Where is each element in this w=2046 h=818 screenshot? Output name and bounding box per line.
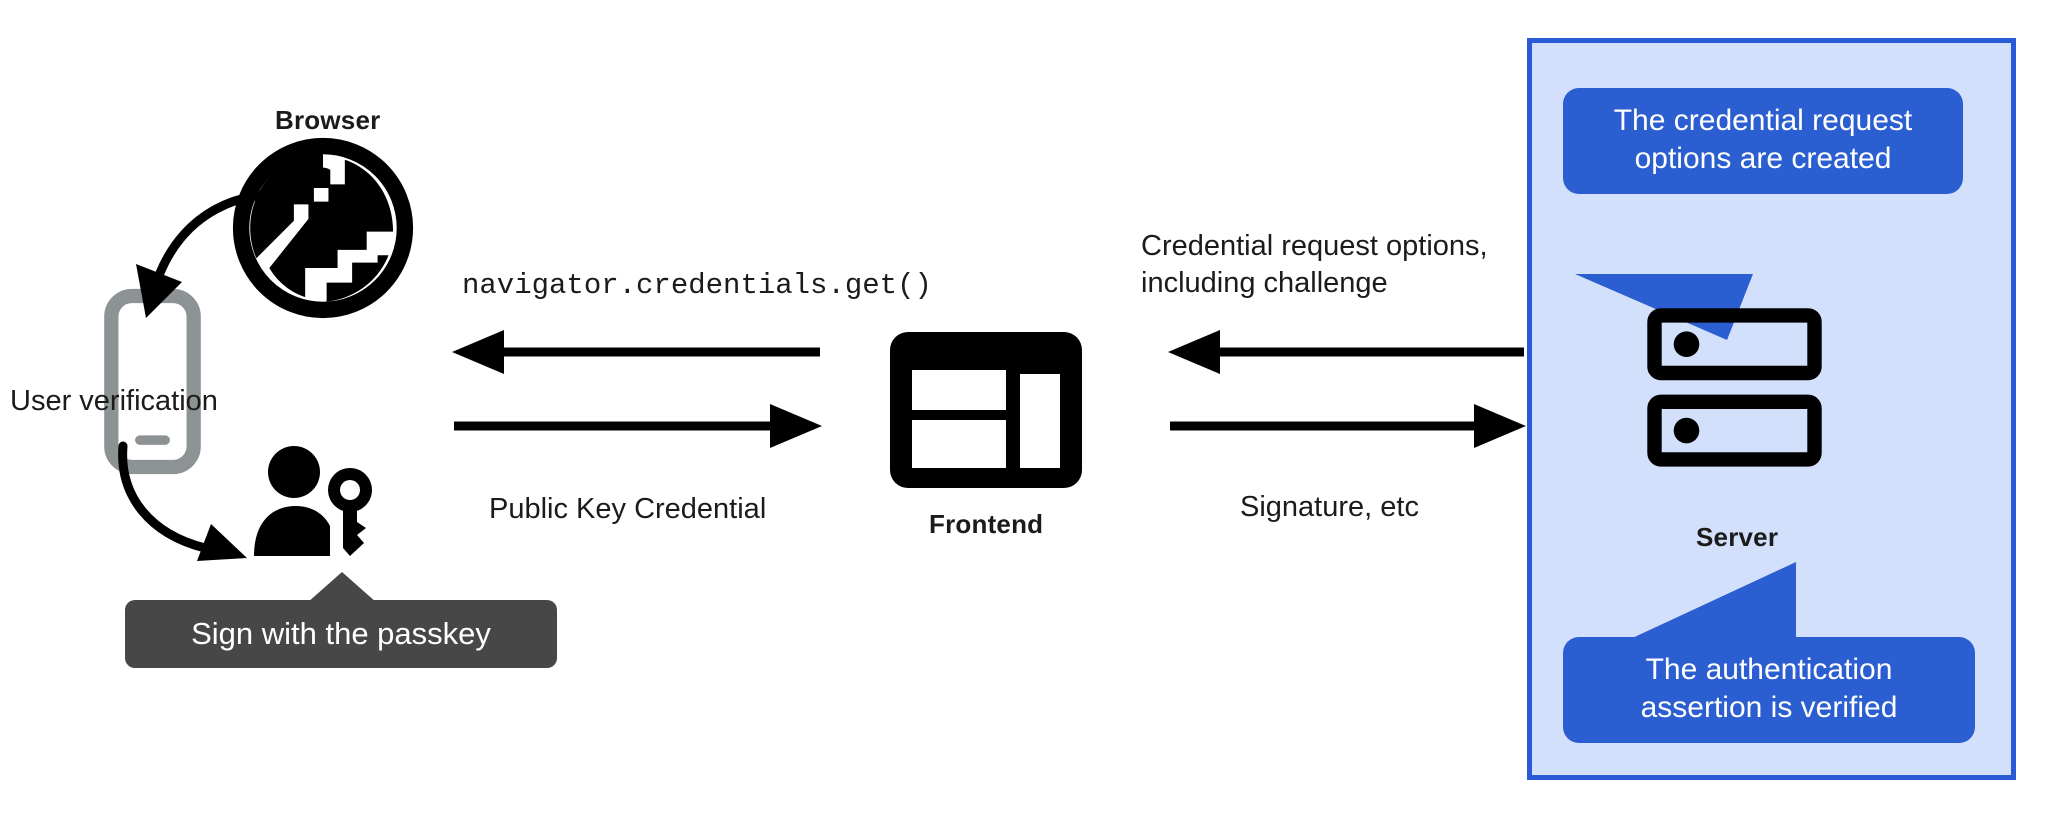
bottom-callout: The authentication assertion is verified: [1563, 637, 1975, 744]
public-key-credential-label: Public Key Credential: [489, 493, 767, 525]
arrow-right-public-key-credential: [452, 404, 822, 448]
top-callout-line2: options are created: [1634, 142, 1892, 176]
globe-icon: [232, 137, 414, 319]
web-layout-icon: [888, 330, 1084, 490]
browser-label: Browser: [275, 105, 381, 135]
passkey-tooltip: Sign with the passkey: [125, 600, 557, 668]
credential-request-options-label: Credential request options, including ch…: [1141, 228, 1541, 302]
bottom-callout-line1: The authentication: [1645, 653, 1893, 686]
passkey-tooltip-label: Sign with the passkey: [191, 616, 491, 651]
arrow-left-credential-request-options: [1168, 330, 1526, 374]
top-callout-tail-icon: [1567, 274, 1767, 342]
credential-request-options-line1: Credential request options,: [1141, 230, 1488, 262]
bottom-callout-tail-icon: [1600, 562, 1810, 642]
frontend-label: Frontend: [929, 509, 1044, 539]
arrow-right-signature: [1168, 404, 1526, 448]
person-with-key-icon: [252, 444, 382, 564]
signature-etc-label: Signature, etc: [1240, 491, 1419, 523]
bottom-callout-line2: assertion is verified: [1640, 691, 1898, 725]
verification-arrow-downright-icon: [105, 438, 325, 578]
user-verification-label: User verification: [10, 385, 218, 417]
arrow-left-credential-get: [452, 330, 822, 374]
top-callout-line1: The credential request: [1613, 104, 1913, 137]
top-callout: The credential request options are creat…: [1563, 88, 1963, 195]
server-racks-icon: [1647, 308, 1822, 469]
verification-arrow-down-icon: [90, 178, 310, 338]
server-label: Server: [1696, 522, 1779, 552]
credential-request-options-line2: including challenge: [1141, 267, 1388, 300]
navigator-get-label: navigator.credentials.get(): [462, 269, 932, 302]
